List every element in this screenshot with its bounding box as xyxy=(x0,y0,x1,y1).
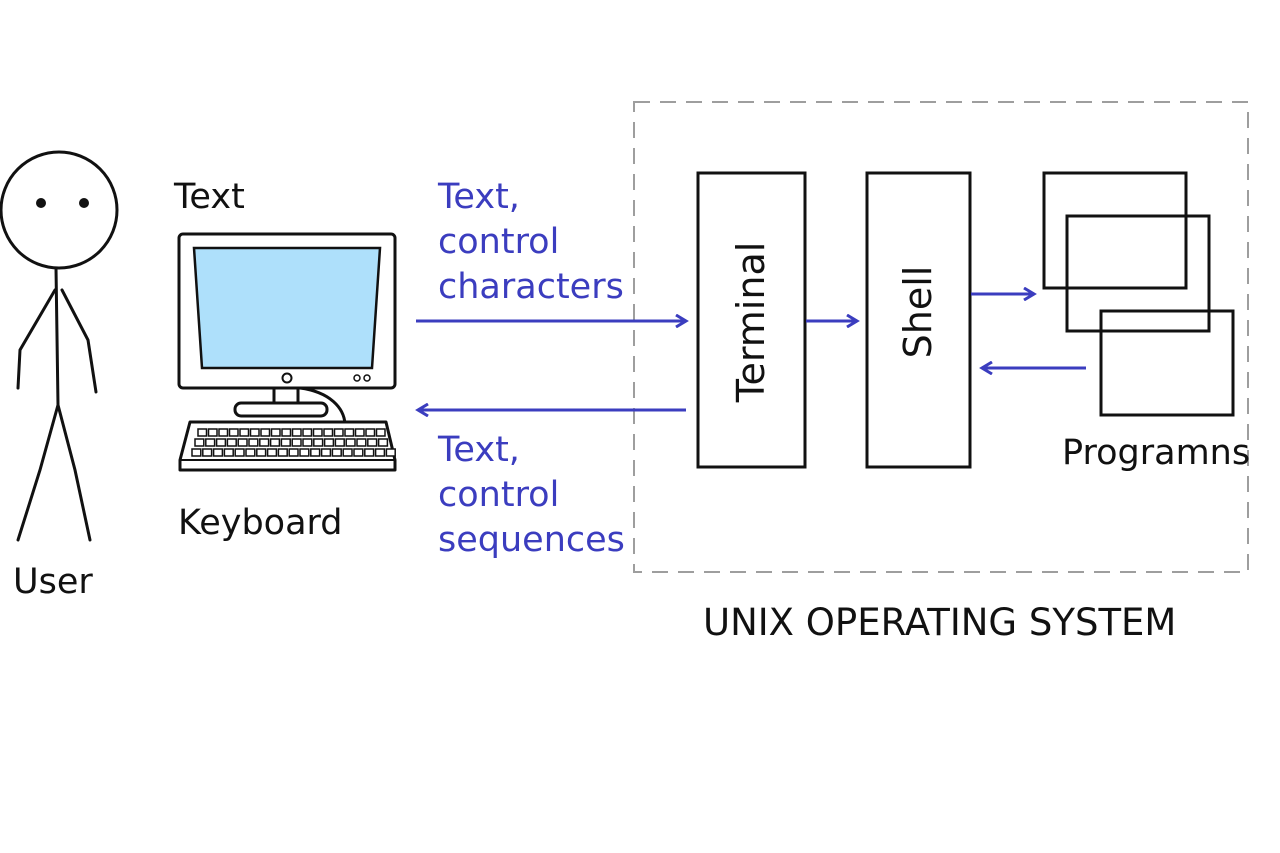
programs-stack xyxy=(1042,171,1235,417)
keyboard-key xyxy=(202,448,213,457)
keyboard-key xyxy=(313,438,324,447)
keyboard-key xyxy=(249,428,260,437)
terminal-label: Terminal xyxy=(729,241,773,403)
keyboard-key xyxy=(365,428,376,437)
output-text-line-2: control xyxy=(438,475,560,515)
stick-figure-icon xyxy=(0,150,119,542)
keyboard-key xyxy=(269,438,281,447)
input-text-line-2: control xyxy=(438,222,560,262)
keyboard-key xyxy=(281,428,292,437)
text-label: Text xyxy=(174,177,245,217)
keyboard-key xyxy=(345,438,356,447)
keyboard-key xyxy=(302,438,313,447)
keyboard-key xyxy=(197,428,208,437)
keyboard-key xyxy=(205,438,216,447)
power-button xyxy=(281,372,293,384)
keyboard-key xyxy=(237,438,248,447)
keyboard-key xyxy=(323,438,335,447)
keyboard-key xyxy=(375,428,386,437)
keyboard-key xyxy=(353,448,364,457)
keyboard-key xyxy=(288,448,299,457)
keyboard-key xyxy=(259,438,270,447)
keyboard-key xyxy=(223,448,234,457)
keyboard-key xyxy=(191,448,202,457)
keyboard-key xyxy=(218,428,229,437)
keyboard-key xyxy=(344,428,355,437)
os-label: UNIX OPERATING SYSTEM xyxy=(703,601,1177,644)
keyboard-key xyxy=(291,428,302,437)
keyboard-key xyxy=(194,438,205,447)
keyboard-key xyxy=(270,428,281,437)
keyboard-key xyxy=(333,428,344,437)
keyboard-key xyxy=(215,438,227,447)
keyboard-key xyxy=(260,428,271,437)
shell-label: Shell xyxy=(896,265,940,359)
keyboard-key xyxy=(299,448,310,457)
keyboard-key xyxy=(312,428,323,437)
keyboard-key xyxy=(245,448,256,457)
input-text-line-3: characters xyxy=(438,267,624,307)
keyboard-key xyxy=(277,448,288,457)
output-text-line-1: Text, xyxy=(438,430,520,470)
monitor-screen xyxy=(192,246,382,370)
keyboard-key xyxy=(374,448,386,457)
keyboard-key xyxy=(234,448,245,457)
shell-box xyxy=(865,171,972,469)
input-text-line-1: Text, xyxy=(438,177,520,217)
os-boundary xyxy=(633,101,1249,573)
keyboard-key xyxy=(266,448,278,457)
keyboard-key xyxy=(320,448,332,457)
keyboard-key xyxy=(367,438,378,447)
keyboard-key xyxy=(334,438,345,447)
keyboard-key xyxy=(323,428,334,437)
keyboard-key xyxy=(226,438,237,447)
keyboard-key xyxy=(212,448,224,457)
keyboard-key xyxy=(331,448,342,457)
keyboard-key xyxy=(207,428,218,437)
output-text-line-3: sequences xyxy=(438,520,625,560)
monitor-stand-base xyxy=(233,401,329,418)
keyboard-key xyxy=(364,448,375,457)
keyboard-key xyxy=(356,438,367,447)
keyboard-key xyxy=(228,428,239,437)
keyboard-key xyxy=(239,428,250,437)
programs-label: Programns xyxy=(1062,433,1251,473)
user-label: User xyxy=(13,562,93,602)
keyboard-label: Keyboard xyxy=(178,503,343,543)
keyboard-key xyxy=(302,428,313,437)
keyboard-key xyxy=(256,448,267,457)
keyboard-key xyxy=(342,448,353,457)
keyboard-key xyxy=(385,448,396,457)
computer-icon xyxy=(177,232,397,425)
keyboard-key xyxy=(291,438,302,447)
keyboard-icon xyxy=(178,420,397,472)
keyboard-key xyxy=(354,428,365,437)
keyboard-key xyxy=(310,448,321,457)
keyboard-key xyxy=(377,438,389,447)
keyboard-key xyxy=(248,438,259,447)
keyboard-key xyxy=(280,438,291,447)
terminal-box xyxy=(696,171,807,469)
